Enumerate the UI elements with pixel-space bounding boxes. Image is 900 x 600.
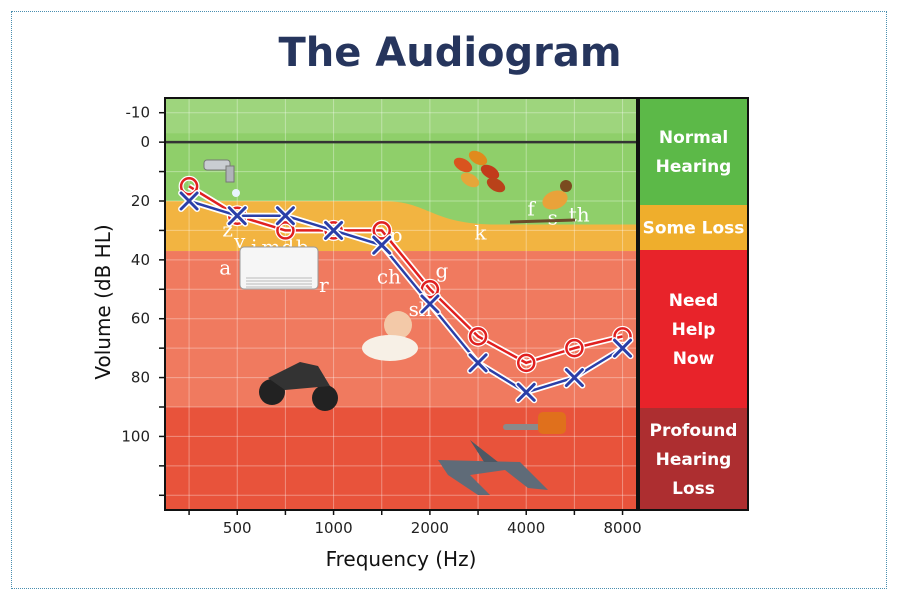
leaf [486, 177, 506, 193]
x-marker [564, 368, 584, 388]
zone-label-line: Hearing [656, 450, 732, 470]
leaf [453, 157, 473, 173]
zone-boundary-shape-2 [165, 236, 637, 252]
zone-label-line: Need [669, 291, 718, 311]
x-marker [324, 220, 344, 240]
y-tick-label: 80 [131, 369, 150, 387]
branch [509, 218, 576, 224]
zone-label-line: Loss [672, 479, 715, 499]
x-tick-label: 500 [223, 519, 252, 537]
speech-sound-label: k [474, 220, 487, 244]
x-marker [179, 191, 199, 211]
x-tick-label: 1000 [314, 519, 352, 537]
zone-band-3 [165, 407, 637, 510]
x-marker [613, 338, 633, 358]
circle-marker [516, 353, 536, 373]
x-tick-label: 4000 [507, 519, 545, 537]
circle-marker [276, 221, 295, 240]
leaf [460, 172, 480, 188]
baby-icon [362, 311, 418, 361]
baby-body [362, 335, 418, 361]
y-axis-label: Volume (dB HL) [91, 224, 115, 379]
x-marker [420, 294, 440, 314]
water-drop [232, 189, 240, 197]
y-tick-label: -10 [126, 104, 151, 122]
zone-label-line: Profound [650, 421, 738, 441]
circle-marker [179, 177, 199, 196]
leaf [468, 150, 488, 166]
zone-label-line: Normal [659, 128, 728, 148]
x-tick-label: 2000 [411, 519, 449, 537]
x-tick-label: 8000 [603, 519, 641, 537]
chainsaw-icon [503, 412, 566, 434]
faucet-icon [203, 159, 240, 197]
chart-title: The Audiogram [278, 30, 622, 76]
circle-marker [420, 280, 440, 299]
circle-marker [565, 338, 584, 358]
speech-sound-label: z [222, 217, 233, 241]
x-axis-label: Frequency (Hz) [326, 547, 477, 571]
jet-body [438, 460, 548, 495]
bird-icon [509, 180, 576, 224]
circle-marker [468, 327, 488, 346]
x-marker [372, 235, 392, 255]
speech-sound-label: a [219, 256, 231, 280]
zone-label-line: Hearing [656, 157, 732, 177]
zone-legend-band-3 [639, 408, 748, 510]
speech-sound-label: g [436, 259, 449, 283]
zone-label-line: Help [672, 320, 716, 340]
speech-sound-label: th [569, 203, 590, 227]
zone-highlight [165, 98, 637, 134]
leaves-icon [453, 150, 506, 193]
x-marker [275, 206, 295, 226]
speech-sound-label: r [319, 273, 329, 297]
zone-legend-band-1 [639, 205, 748, 250]
baby-head [384, 311, 412, 339]
motorcycle-icon [259, 362, 338, 411]
x-marker [468, 353, 488, 373]
zone-label-line: Now [673, 349, 715, 369]
zone-legend-band-2 [639, 250, 748, 408]
figure-frame [11, 11, 887, 589]
y-tick-label: 60 [131, 310, 150, 328]
bird-body [542, 190, 568, 210]
zone-legend-band-0 [639, 98, 748, 205]
zone-boundary-shape [165, 201, 637, 225]
bird-head [560, 180, 572, 192]
y-tick-label: 40 [131, 251, 150, 269]
chainsaw-bar [503, 424, 543, 430]
moto-body [268, 362, 330, 390]
faucet-body [203, 159, 231, 171]
series-line [188, 199, 624, 394]
jet-icon [438, 440, 548, 495]
speech-sound-label: s [548, 206, 558, 230]
speech-sound-label: f [527, 197, 536, 221]
leaf [480, 164, 500, 180]
circle-marker [372, 221, 391, 240]
air-conditioner-icon [239, 246, 319, 290]
x-marker [227, 206, 247, 226]
faucet-spout [225, 165, 235, 183]
series-line [188, 185, 623, 365]
chainsaw-body [538, 412, 566, 434]
zone-label-line: Some Loss [643, 219, 745, 239]
y-tick-label: 20 [131, 192, 150, 210]
moto-wheel [312, 385, 338, 411]
ac-body [239, 246, 319, 290]
y-tick-label: 0 [140, 133, 150, 151]
jet-wing [470, 440, 498, 462]
moto-wheel [259, 379, 285, 405]
x-marker [516, 382, 536, 402]
y-tick-label: 100 [121, 427, 150, 445]
